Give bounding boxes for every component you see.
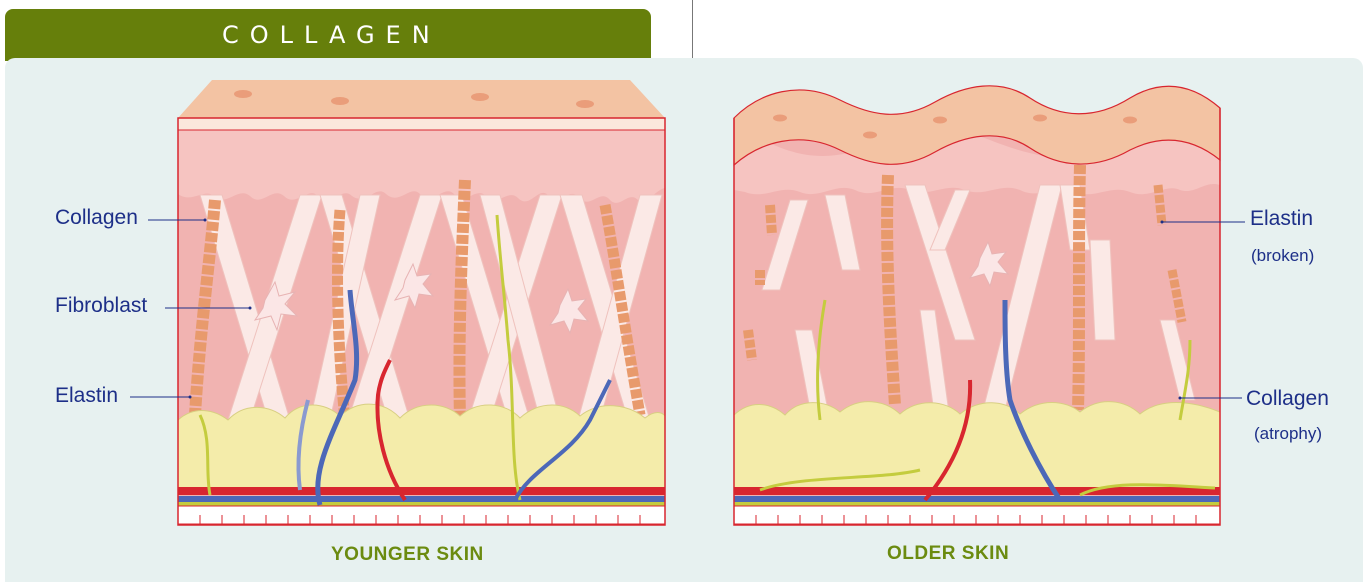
older-base xyxy=(734,506,1220,524)
younger-nerve xyxy=(178,502,665,506)
label-elastin-old: Elastin xyxy=(1250,207,1313,231)
younger-papillary-dermis xyxy=(178,130,665,203)
younger-vein xyxy=(178,496,665,502)
older-artery xyxy=(734,487,1220,495)
younger-epidermis-edge xyxy=(178,118,665,130)
younger-epidermis-top xyxy=(178,80,665,118)
label-elastin-broken-note: (broken) xyxy=(1251,246,1314,266)
older-fat-layer xyxy=(734,402,1220,490)
older-nerve xyxy=(734,502,1220,506)
label-elastin-young: Elastin xyxy=(55,384,118,408)
caption-younger-skin: YOUNGER SKIN xyxy=(331,544,484,566)
older-skin-block xyxy=(734,125,1220,525)
label-collagen-old: Collagen xyxy=(1246,387,1329,411)
caption-older-skin: OLDER SKIN xyxy=(887,543,1009,565)
older-vein xyxy=(734,496,1220,502)
label-fibroblast: Fibroblast xyxy=(55,294,147,318)
younger-artery xyxy=(178,487,665,495)
label-collagen-young: Collagen xyxy=(55,206,138,230)
younger-base xyxy=(178,506,665,524)
label-collagen-atrophy-note: (atrophy) xyxy=(1254,424,1322,444)
younger-skin-block xyxy=(178,130,665,525)
